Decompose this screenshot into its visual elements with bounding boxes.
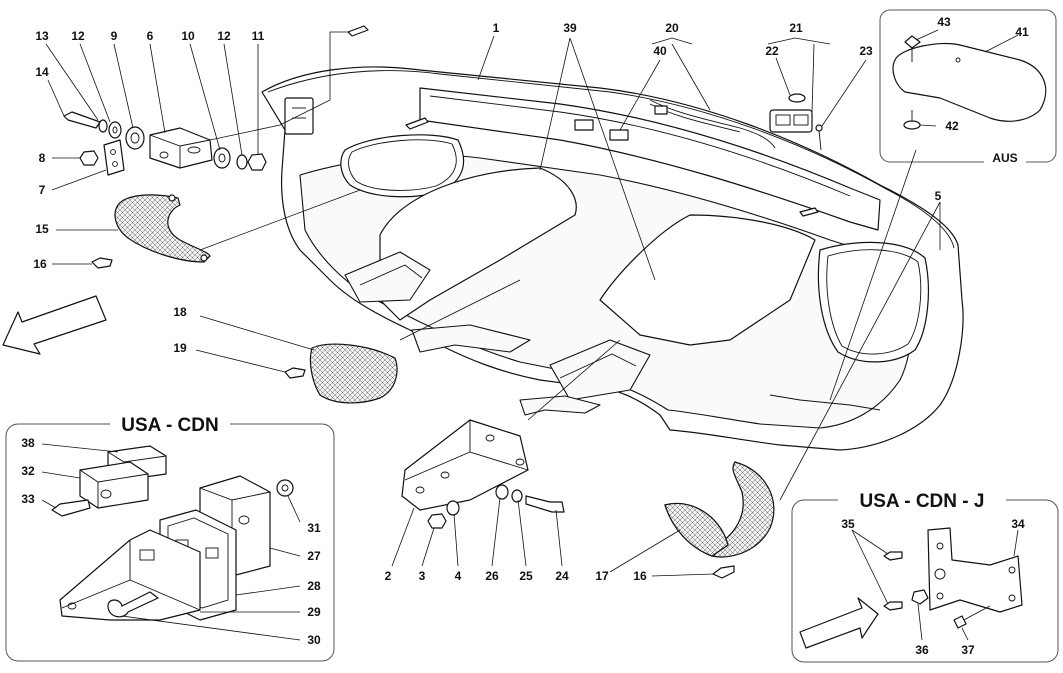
callout-label: 14 xyxy=(35,65,49,79)
callout-label: 18 xyxy=(173,305,187,319)
mesh-insert-right xyxy=(664,461,775,558)
callout-label: 39 xyxy=(563,21,577,35)
callout-label: 6 xyxy=(147,29,154,43)
lower-center-bracket xyxy=(401,419,565,529)
callout-label: 20 xyxy=(665,21,679,35)
usa-cdn-inset-panel xyxy=(5,423,335,662)
callout-label: 9 xyxy=(111,29,118,43)
direction-arrow-right xyxy=(799,597,879,649)
callout-label: 2 xyxy=(385,569,392,583)
callout-label: 5 xyxy=(935,189,942,203)
callout-label: 26 xyxy=(485,569,499,583)
callout-label: 21 xyxy=(789,21,803,35)
callout-label: 16 xyxy=(33,257,47,271)
callout-label: 12 xyxy=(71,29,85,43)
callout-label: 22 xyxy=(765,44,779,58)
callout-label: 11 xyxy=(252,29,265,43)
aus-inset-panel xyxy=(879,9,1057,163)
direction-arrow-left xyxy=(2,295,107,355)
callout-label: 8 xyxy=(39,151,46,165)
callout-label: 4 xyxy=(455,569,462,583)
usa-cdn-panel-title: USA - CDN xyxy=(121,415,218,436)
callout-label: 19 xyxy=(173,341,187,355)
callout-label: 23 xyxy=(859,44,873,58)
left-mount-hardware xyxy=(63,111,267,176)
callout-label: 15 xyxy=(35,222,49,236)
leader-lines xyxy=(41,29,1019,641)
callout-label: 35 xyxy=(841,517,855,531)
callout-label: 16 xyxy=(633,569,647,583)
callout-label: 41 xyxy=(1015,25,1029,39)
callout-label: 1 xyxy=(493,21,500,35)
callout-label: 43 xyxy=(937,15,951,29)
callout-label: 7 xyxy=(39,183,46,197)
callout-label: 29 xyxy=(307,605,321,619)
callout-label: 25 xyxy=(519,569,533,583)
callout-label: 3 xyxy=(419,569,426,583)
callout-label: 17 xyxy=(595,569,609,583)
usa-cdn-j-panel-title: USA - CDN - J xyxy=(860,491,985,512)
callout-label: 31 xyxy=(307,521,321,535)
callout-label: 42 xyxy=(945,119,959,133)
callout-label: 33 xyxy=(21,492,35,506)
rear-bumper-body xyxy=(261,25,964,451)
callout-label: 34 xyxy=(1011,517,1025,531)
callout-label: 13 xyxy=(35,29,49,43)
callout-label: 24 xyxy=(555,569,569,583)
callout-label: 30 xyxy=(307,633,321,647)
callout-label: 36 xyxy=(915,643,929,657)
callout-label: 38 xyxy=(21,436,35,450)
callout-label: 40 xyxy=(653,44,667,58)
callout-label: 32 xyxy=(21,464,35,478)
callout-label: 27 xyxy=(307,549,321,563)
callout-label: 28 xyxy=(307,579,321,593)
callout-labels: 13 12 9 6 10 12 11 14 8 7 15 16 1 39 20 … xyxy=(21,15,1029,657)
callout-label: 10 xyxy=(181,29,195,43)
aus-panel-title: AUS xyxy=(992,151,1017,165)
callout-label: 37 xyxy=(961,643,975,657)
mesh-insert-center xyxy=(309,343,398,404)
mesh-insert-left xyxy=(114,194,211,263)
callout-label: 12 xyxy=(217,29,231,43)
